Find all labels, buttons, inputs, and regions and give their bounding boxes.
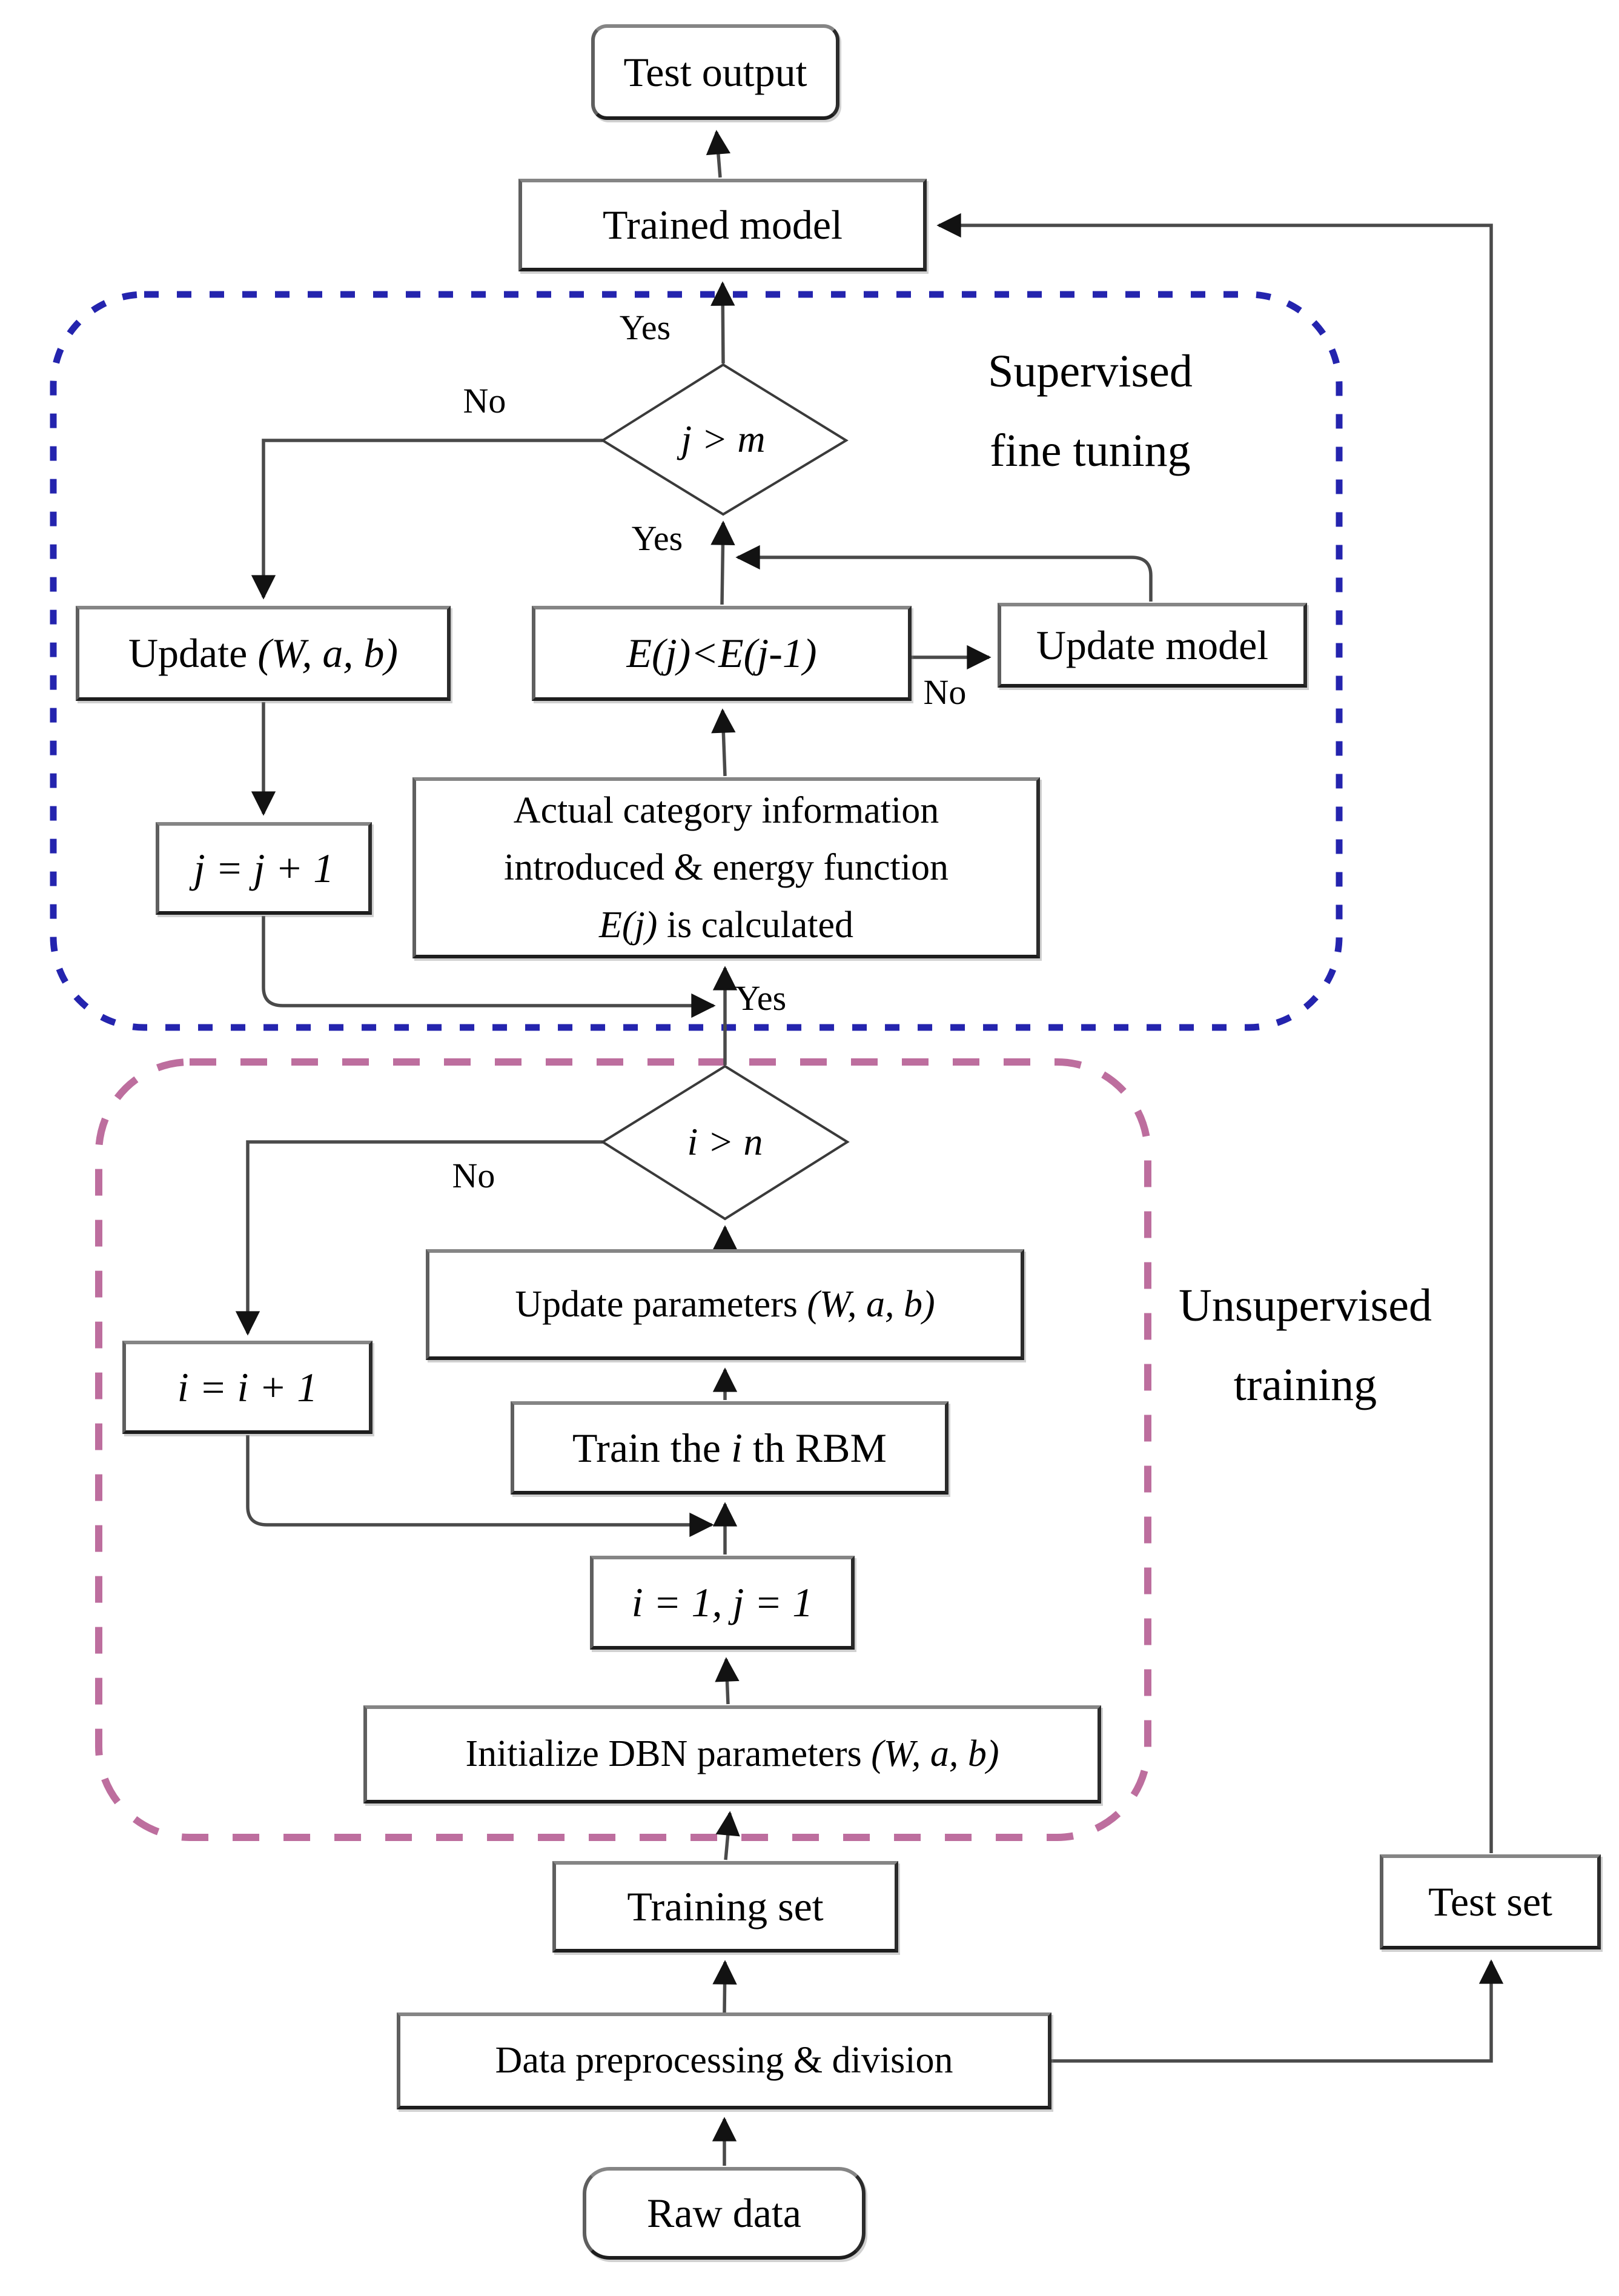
node-train-rbm: Train the i th RBM [511, 1401, 949, 1495]
supervised-region-line1: Supervised [988, 346, 1193, 397]
node-raw-data: Raw data [583, 2167, 866, 2260]
node-train-rbm-label: Train the i th RBM [572, 1424, 887, 1471]
edge-energy-yes-to-decisionj [710, 520, 735, 605]
edge-label-no-energy: No [923, 672, 967, 712]
edge-actual-to-energy [711, 708, 736, 777]
edge-decisionj-no-to-updatewab [251, 439, 603, 600]
node-test-output-label: Test output [623, 48, 807, 95]
edge-trainingset-to-initdbn [715, 1811, 740, 1860]
node-update-wab: Update (W, a, b) [76, 606, 451, 701]
edge-initdbn-to-initij [715, 1657, 740, 1705]
unsupervised-region-line1: Unsupervised [1179, 1280, 1432, 1331]
unsupervised-region-border [95, 1058, 1151, 1841]
actual-category-line1: Actual category information [513, 790, 939, 832]
edge-label-no-j-branch: No [463, 380, 506, 420]
node-update-params: Update parameters (W, a, b) [426, 1249, 1024, 1360]
node-i-increment: i = i + 1 [122, 1341, 372, 1434]
node-update-model: Update model [998, 603, 1307, 688]
edge-updatemodel-loop [735, 545, 1153, 602]
node-update-wab-label: Update (W, a, b) [128, 630, 399, 676]
decision-i-label: i > n [687, 1120, 763, 1163]
edge-testset-to-trained [936, 213, 1493, 1853]
node-data-prep-label: Data preprocessing & division [495, 2040, 953, 2082]
node-training-set: Training set [552, 1861, 898, 1953]
node-energy-compare: E(j)<E(j-1) [532, 606, 912, 701]
node-init-dbn: Initialize DBN parameters (W, a, b) [363, 1705, 1101, 1803]
node-j-increment: j = j + 1 [156, 822, 372, 915]
edge-trained-to-testoutput [706, 130, 731, 178]
node-test-set-label: Test set [1428, 1879, 1552, 1925]
node-j-increment-label: j = j + 1 [193, 845, 334, 891]
node-update-model-label: Update model [1036, 622, 1269, 668]
node-test-set: Test set [1380, 1854, 1601, 1949]
edge-dataprep-to-testset [1051, 1959, 1504, 2063]
edge-jincrement-loop [262, 916, 716, 1018]
decision-i-diamond [600, 1064, 850, 1221]
node-init-dbn-label: Initialize DBN parameters (W, a, b) [465, 1733, 999, 1775]
node-energy-compare-label: E(j)<E(j-1) [626, 630, 817, 676]
node-init-ij: i = 1, j = 1 [590, 1556, 855, 1650]
node-actual-category: Actual category information introduced &… [412, 777, 1040, 958]
decision-j-diamond [600, 363, 849, 516]
node-data-prep: Data preprocessing & division [397, 2012, 1051, 2109]
edge-label-yes-i-branch: Yes [735, 978, 787, 1018]
unsupervised-region-line2: training [1233, 1359, 1377, 1410]
node-trained-model-label: Trained model [602, 202, 843, 248]
edge-label-no-i-branch: No [452, 1155, 495, 1195]
actual-category-line2: introduced & energy function [503, 847, 949, 889]
node-update-params-label: Update parameters (W, a, b) [515, 1283, 935, 1325]
node-raw-data-label: Raw data [647, 2190, 801, 2236]
supervised-region-label: Supervised fine tuning [945, 332, 1236, 490]
edge-decisioni-no-to-iincrement [235, 1140, 603, 1336]
unsupervised-region-label: Unsupervised training [1160, 1266, 1451, 1424]
actual-category-line3: E(j) is calculated [598, 904, 853, 946]
node-init-ij-label: i = 1, j = 1 [631, 1579, 813, 1625]
decision-j-label: j > m [681, 417, 766, 460]
edge-dataprep-to-trainingset [712, 1960, 737, 2013]
edge-label-yes-energy: Yes [631, 518, 683, 558]
node-test-output: Test output [591, 24, 839, 120]
node-trained-model: Trained model [518, 179, 927, 271]
node-i-increment-label: i = i + 1 [177, 1364, 318, 1410]
node-training-set-label: Training set [627, 1883, 824, 1929]
supervised-region-border [50, 291, 1343, 1031]
edge-iincrement-loop [246, 1435, 714, 1538]
edge-label-yes-to-trained: Yes [619, 307, 671, 347]
supervised-region-line2: fine tuning [990, 425, 1191, 476]
